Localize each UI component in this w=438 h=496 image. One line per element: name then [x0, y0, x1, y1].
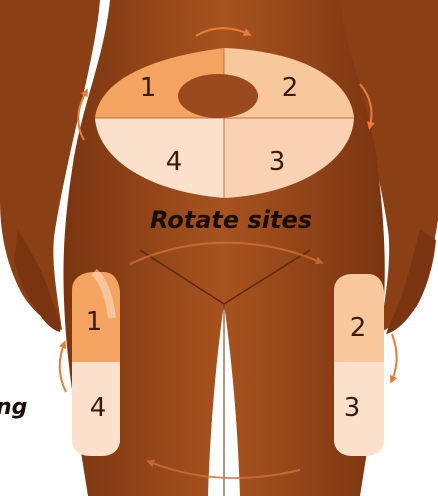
right-thigh-label-3: 3 — [344, 393, 361, 423]
abdomen-label-1: 1 — [140, 73, 157, 103]
abdomen-label-2: 2 — [282, 73, 299, 103]
abdomen-label-3: 3 — [269, 147, 286, 177]
left-thigh-zones: 1 4 — [72, 272, 120, 456]
right-thigh-label-2: 2 — [350, 313, 367, 343]
cut-off-label: ng — [0, 395, 27, 420]
left-thigh-label-1: 1 — [86, 307, 103, 337]
caption-rotate-sites: Rotate sites — [150, 206, 312, 234]
navel — [178, 74, 258, 118]
arrow-right-thigh — [392, 334, 397, 380]
abdomen-label-4: 4 — [166, 147, 183, 177]
left-thigh-label-4: 4 — [90, 393, 107, 423]
right-thigh-zones: 2 3 — [334, 274, 384, 456]
arrow-left-thigh — [60, 344, 66, 392]
